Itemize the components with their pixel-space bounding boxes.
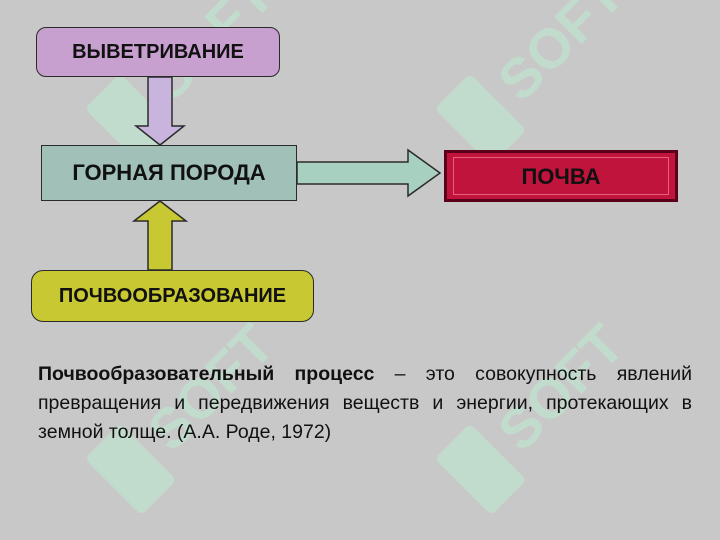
down-arrow (133, 76, 187, 146)
up-arrow (131, 200, 189, 271)
soil-box: ПОЧВА (444, 150, 678, 202)
soil-formation-diagram: ВЫВЕТРИВАНИЕ ГОРНАЯ ПОРОДА ПОЧВА ПОЧВООБ… (31, 27, 678, 322)
definition-paragraph: Почвообразовательный процесс – это совок… (38, 360, 692, 447)
weathering-label: ВЫВЕТРИВАНИЕ (72, 40, 244, 63)
rock-label: ГОРНАЯ ПОРОДА (72, 160, 266, 185)
weathering-box: ВЫВЕТРИВАНИЕ (36, 27, 280, 77)
right-arrow (296, 148, 442, 198)
definition-text: – это совокупность явлений превращения и… (38, 363, 692, 443)
soil-label: ПОЧВА (521, 164, 601, 189)
definition-term: Почвообразовательный процесс (38, 363, 375, 385)
diagram-arrows (131, 76, 442, 271)
rock-box: ГОРНАЯ ПОРОДА (41, 145, 297, 201)
formation-label: ПОЧВООБРАЗОВАНИЕ (58, 284, 287, 307)
formation-box: ПОЧВООБРАЗОВАНИЕ (31, 270, 314, 322)
soil-inner-border (453, 157, 669, 195)
